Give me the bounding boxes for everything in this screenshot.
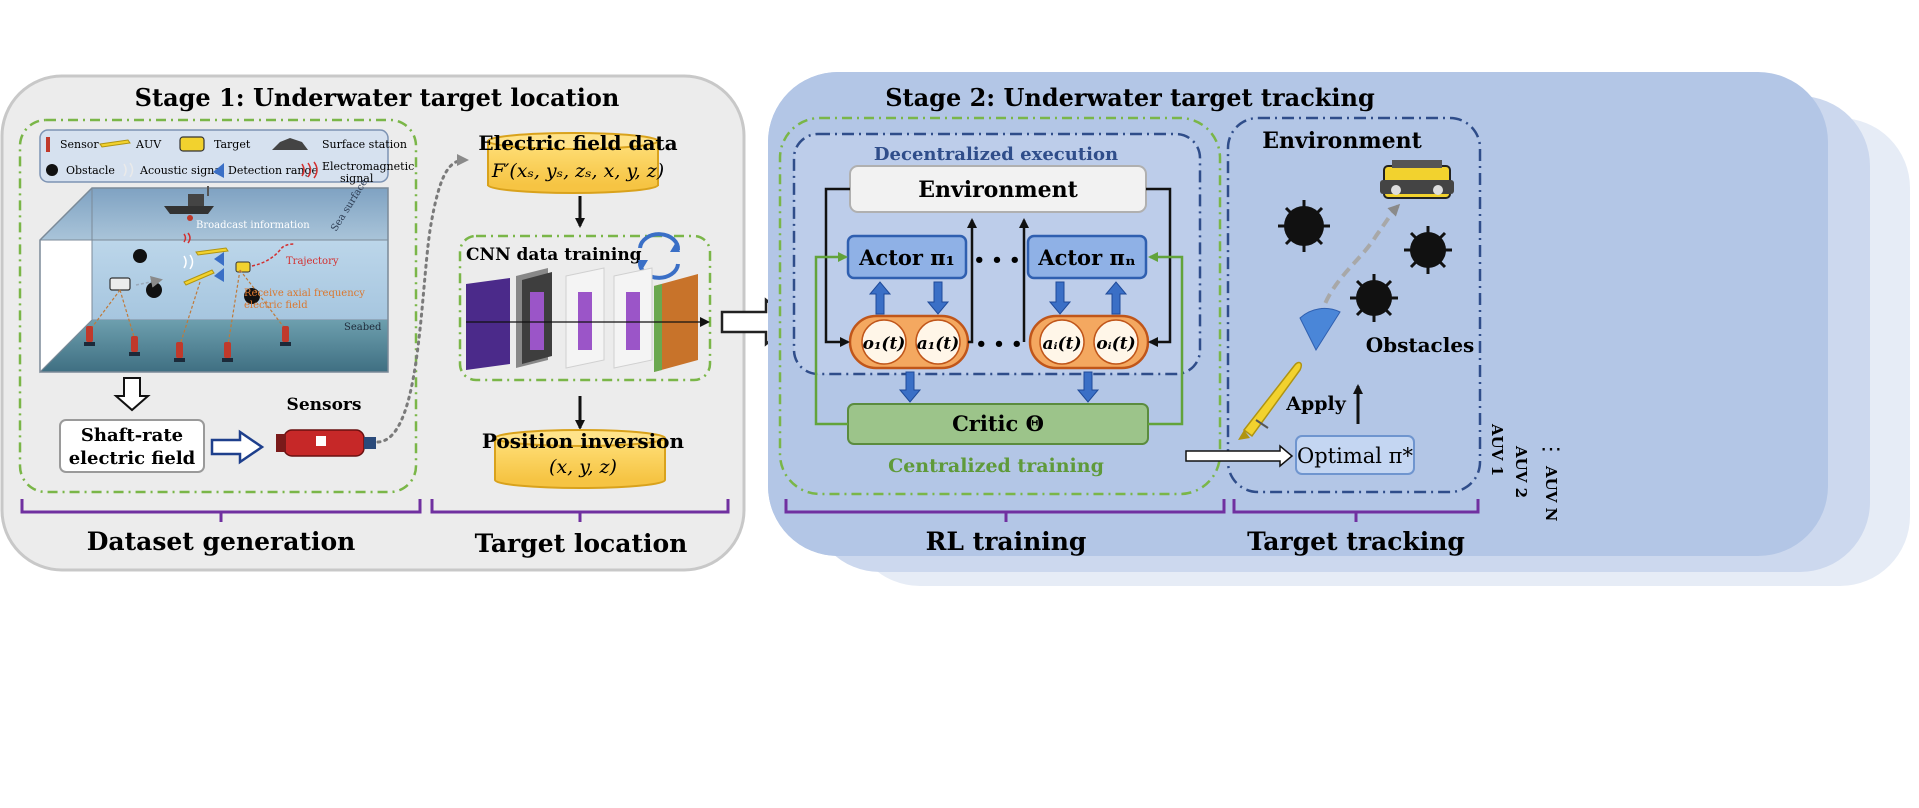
- legend-obstacle-label: Obstacle: [66, 164, 115, 177]
- bracket-tracking: [1232, 499, 1480, 522]
- dataset-generation-label: Dataset generation: [87, 527, 356, 556]
- auv-legend-icon: [99, 139, 131, 148]
- agent-ellipsis: • • •: [975, 334, 1022, 355]
- seabed-label: Seabed: [344, 322, 382, 333]
- legend-acoustic-label: Acoustic signal: [139, 164, 225, 177]
- hollow-down-arrow: [113, 377, 151, 412]
- auv-layer-dots: ⋯: [1540, 437, 1562, 462]
- obstacle-3: [244, 288, 260, 304]
- tracking-target: [1380, 160, 1454, 199]
- dotted-connector: [376, 154, 469, 444]
- rl-training-label: RL training: [926, 527, 1087, 556]
- target-tracking-label: Target tracking: [1247, 527, 1465, 556]
- legend-detection-label: Detection range: [228, 164, 318, 177]
- electric-field-data-cylinder: [487, 132, 659, 194]
- action-i-label: aᵢ(t): [1042, 334, 1081, 354]
- cnn-layers: [466, 267, 698, 372]
- centralized-training-box: [778, 116, 1222, 496]
- rl-to-optimal-arrow: [1185, 444, 1294, 468]
- legend-target-label: Target: [214, 138, 251, 151]
- electric-field-title: Electric field data: [478, 131, 677, 155]
- centralized-label: Centralized training: [888, 455, 1104, 477]
- bracket-rl: [784, 499, 1226, 522]
- obstacle-spikes: [1278, 200, 1452, 322]
- obstacles-label: Obstacles: [1366, 333, 1475, 357]
- acoustic-signal-legend-icon: [123, 162, 134, 178]
- position-inversion-cylinder: [494, 429, 666, 489]
- tracking-environment-box: [1226, 116, 1482, 494]
- stage2-title: Stage 2: Underwater target tracking: [885, 83, 1375, 112]
- detection-range-legend-icon: [213, 163, 224, 178]
- auv-n-layer-label: AUV N: [1542, 465, 1560, 522]
- shaft-rate-box: [59, 419, 205, 473]
- receive-label-2: electric field: [244, 300, 308, 311]
- stage2-panel: Stage 2: Underwater target tracking Dece…: [768, 72, 1910, 586]
- seabed-surface: [40, 320, 388, 372]
- surface-station-legend-icon: [272, 138, 308, 150]
- target-vehicle: [109, 277, 131, 291]
- legend-auv-label: AUV: [135, 138, 162, 151]
- obstacle-2: [146, 282, 162, 298]
- trajectory-label: Trajectory: [286, 256, 339, 267]
- stage1-panel: Stage 1: Underwater target location Sens…: [0, 74, 746, 572]
- obstacle-1: [133, 249, 147, 263]
- position-inversion-title: Position inversion: [482, 429, 685, 453]
- auv-2-layer-label: AUV 2: [1512, 445, 1530, 498]
- apply-label: Apply: [1285, 393, 1347, 415]
- scene-legend: Sensor AUV Target Surface station Obstac…: [39, 129, 414, 185]
- actor-1-box: [846, 234, 968, 280]
- actor-n-box: [1026, 234, 1148, 280]
- target-legend-icon: [179, 136, 205, 152]
- legend-surface-station-label: Surface station: [322, 138, 407, 151]
- hollow-right-arrow: [210, 429, 265, 465]
- cnn-label: CNN data training: [466, 245, 642, 265]
- environment-box-label: Environment: [918, 177, 1078, 203]
- shaft-rate-label-1: Shaft-rate: [81, 425, 183, 446]
- sea-surface: [40, 188, 388, 240]
- tracking-auv: [1238, 361, 1303, 440]
- electric-field-formula: F′(xₛ, yₛ, zₛ, x, y, z): [491, 160, 664, 182]
- electromagnetic-legend-icon: [301, 161, 318, 179]
- dataset-generation-box: [18, 118, 418, 494]
- broadcast-information-label: Broadcast information: [196, 220, 310, 231]
- seabed-sensors: [86, 326, 289, 358]
- optimal-policy-label: Optimal π*: [1297, 444, 1413, 468]
- legend-sensor-label: Sensor: [60, 138, 99, 151]
- critic-label: Critic Θ: [952, 411, 1044, 436]
- cnn-box: [458, 234, 712, 382]
- actor-capsule-arrows: [868, 281, 1128, 403]
- surface-station-ship: [164, 206, 214, 214]
- decentralized-label: Decentralized execution: [874, 144, 1118, 165]
- receive-label-1: Receive axial frequency: [244, 288, 365, 299]
- sensors-label: Sensors: [287, 395, 362, 415]
- critic-feedback-arrows: [814, 252, 1184, 426]
- obstacle-legend-icon: [46, 164, 58, 176]
- actor-n-label: Actor πₙ: [1037, 245, 1136, 270]
- environment-loop-arrows: [824, 187, 1172, 347]
- actor-ellipsis: • • •: [973, 250, 1020, 271]
- auv-2: [183, 269, 215, 286]
- auv-1: [195, 247, 229, 256]
- cycle-icon: [637, 232, 681, 280]
- sensor-device: [276, 429, 376, 457]
- tracking-environment-title: Environment: [1262, 128, 1422, 154]
- target-location-label: Target location: [475, 529, 688, 558]
- shaft-rate-label-2: electric field: [69, 448, 196, 469]
- position-inversion-formula: (x, y, z): [549, 456, 617, 478]
- action-1-label: a₁(t): [917, 334, 959, 354]
- obs-i-label: oᵢ(t): [1096, 334, 1135, 354]
- optimal-policy-box: [1295, 435, 1415, 475]
- obs-1-label: o₁(t): [863, 334, 906, 354]
- auv-1-layer-label: AUV 1: [1488, 423, 1506, 476]
- legend-em-label-1: Electromagnetic: [322, 160, 414, 173]
- detection-range-fan: [1299, 307, 1341, 352]
- stage1-title: Stage 1: Underwater target location: [135, 83, 620, 112]
- actor-1-label: Actor π₁: [858, 245, 955, 270]
- legend-em-label-2: signal: [340, 172, 374, 185]
- bracket-dataset: [20, 499, 422, 522]
- underwater-scene: Broadcast information Sea surface Trajec…: [39, 177, 389, 374]
- bracket-target-location: [430, 499, 730, 522]
